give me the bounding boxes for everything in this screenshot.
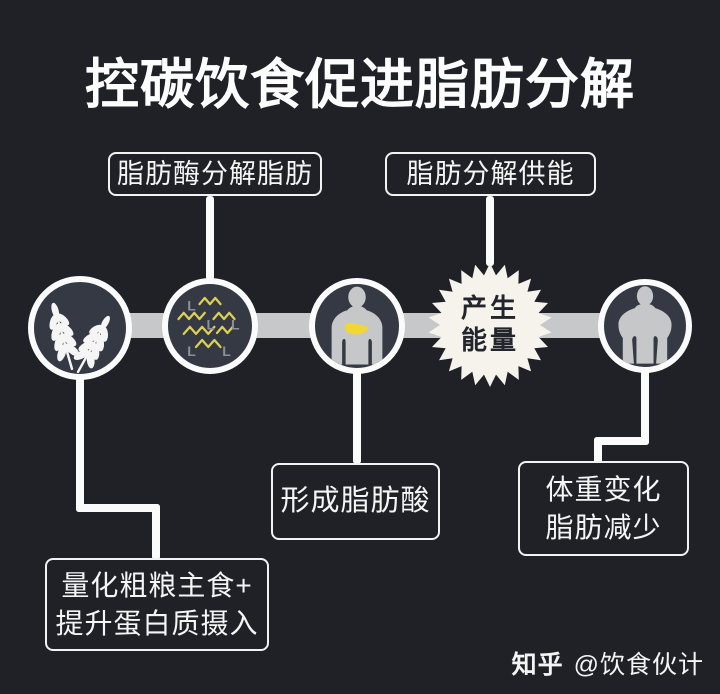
watermark-brand: 知乎 bbox=[511, 651, 564, 679]
burst-line2: 能量 bbox=[460, 325, 519, 355]
label-diet-line2: 提升蛋白质摄入 bbox=[55, 607, 259, 639]
label-energy-supply-text: 脂肪分解供能 bbox=[406, 158, 575, 189]
label-box-diet-advice: 量化粗粮主食+ 提升蛋白质摄入 bbox=[45, 558, 269, 651]
label-fatty-acid-text: 形成脂肪酸 bbox=[280, 485, 431, 518]
molecule-letter: L bbox=[187, 343, 196, 359]
energy-burst-label: 产生 能量 bbox=[428, 263, 552, 387]
molecule-letter: L bbox=[187, 297, 196, 313]
connector-supply-to-burst bbox=[486, 196, 494, 266]
step-circle-body-liver bbox=[309, 278, 405, 374]
wheat-ears-icon bbox=[49, 302, 110, 374]
connector-wheat-elbow-h bbox=[76, 504, 160, 512]
watermark-handle: @饮食伙计 bbox=[573, 651, 704, 679]
connector-body2-elbow-v2 bbox=[594, 437, 602, 465]
page-title: 控碳饮食促进脂肪分解 bbox=[85, 55, 635, 115]
fat-molecules-icon: L L L L L bbox=[177, 296, 240, 359]
connector-lipase-to-molecules bbox=[206, 196, 214, 280]
label-box-weight-change: 体重变化 脂肪减少 bbox=[518, 461, 689, 556]
step-circle-lean-body bbox=[598, 279, 692, 373]
step-circle-grains bbox=[28, 276, 132, 380]
connector-body2-elbow-h bbox=[594, 437, 649, 445]
starburst-polygon bbox=[428, 263, 552, 387]
label-diet-line1: 量化粗粮主食+ bbox=[61, 569, 253, 601]
molecule-letter: L bbox=[222, 343, 231, 359]
connector-wheat-elbow-v2 bbox=[152, 504, 160, 560]
connector-body-to-fattyacid bbox=[353, 368, 361, 464]
watermark: 知乎 @饮食伙计 bbox=[512, 645, 704, 681]
label-weight-line2: 脂肪减少 bbox=[545, 511, 662, 543]
muscular-body-icon bbox=[618, 286, 672, 364]
step-circle-fat-molecules: L L L L L bbox=[162, 278, 258, 374]
body-with-liver-icon bbox=[331, 286, 383, 365]
molecule-letter: L bbox=[231, 317, 240, 333]
molecule-letter: L bbox=[207, 317, 216, 333]
connector-body2-elbow-v1 bbox=[641, 368, 649, 445]
label-box-lipase: 脂肪酶分解脂肪 bbox=[108, 152, 322, 196]
label-lipase-text: 脂肪酶分解脂肪 bbox=[117, 158, 313, 189]
step-energy-burst: 产生 能量 bbox=[428, 263, 552, 387]
burst-line1: 产生 bbox=[460, 293, 519, 324]
label-weight-line1: 体重变化 bbox=[545, 473, 662, 505]
label-box-energy-supply: 脂肪分解供能 bbox=[385, 152, 596, 196]
starburst-icon bbox=[428, 263, 552, 387]
label-box-fatty-acid: 形成脂肪酸 bbox=[271, 463, 440, 540]
connector-wheat-elbow-v1 bbox=[76, 372, 84, 512]
